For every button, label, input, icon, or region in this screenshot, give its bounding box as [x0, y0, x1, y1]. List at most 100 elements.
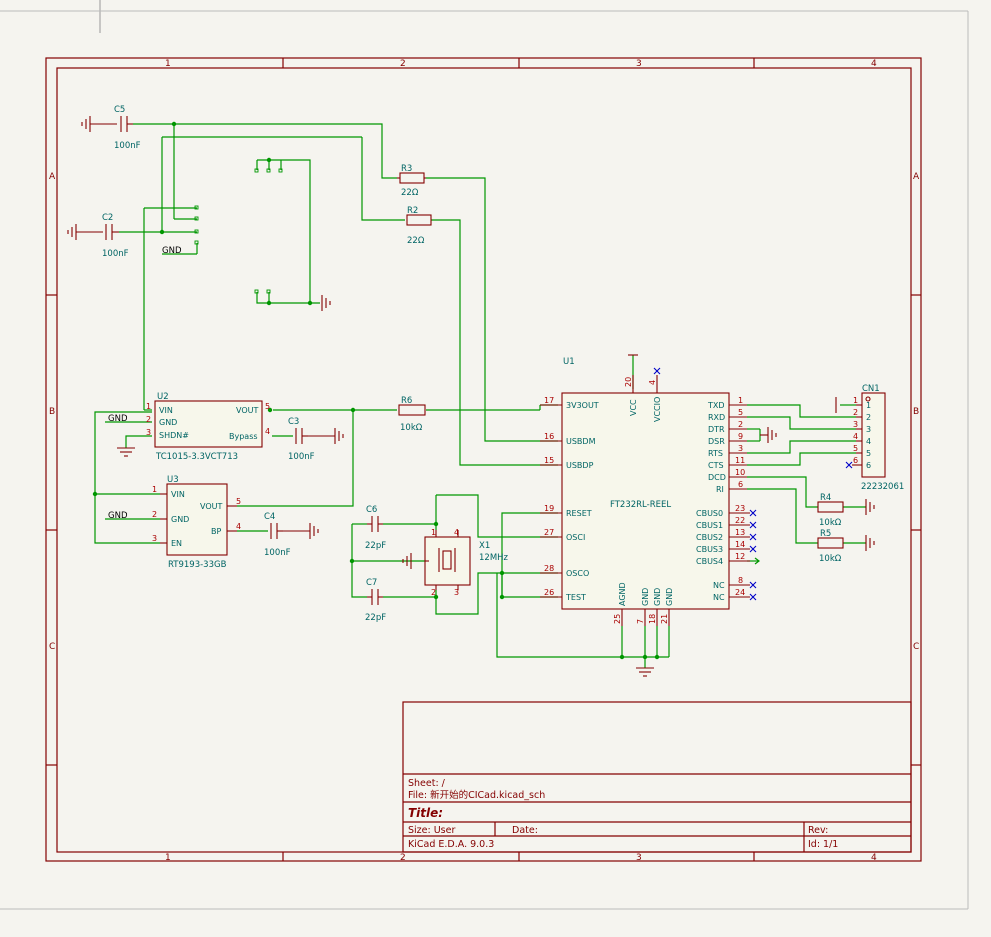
gnd-label-3: GND — [108, 511, 128, 521]
r2-value: 22Ω — [407, 236, 425, 246]
u1-pnum-8: 8 — [738, 576, 743, 585]
u2-pin-vout: VOUT — [236, 406, 258, 415]
col-label-2: 2 — [400, 59, 406, 69]
resistor-r6[interactable]: R6 10kΩ — [398, 396, 426, 433]
col-label-3-bottom: 3 — [636, 853, 642, 863]
cn1-pnum-5: 5 — [853, 444, 858, 453]
u3-pin-gnd: GND — [171, 515, 189, 524]
connector-cn1[interactable]: CN1 22232061 1 2 3 4 5 6 1 2 3 4 5 6 — [852, 384, 904, 492]
u1-pnum-20: 20 — [624, 377, 633, 387]
r4-ref: R4 — [820, 493, 831, 503]
u1-pnum-28: 28 — [544, 564, 554, 573]
u1-pnum-26: 26 — [544, 588, 554, 597]
u1-pnum-14: 14 — [735, 540, 745, 549]
pin-ends — [194, 168, 283, 294]
u3-pin-vin: VIN — [171, 490, 185, 499]
resistor-r3[interactable]: R3 22Ω — [397, 164, 426, 198]
x1-ref: X1 — [479, 541, 490, 551]
ic-u1[interactable]: U1 FT232RL-REEL — [540, 357, 750, 626]
u1-pnum-7: 7 — [636, 619, 645, 624]
u3-ref: U3 — [167, 475, 179, 485]
u1-pnum-16: 16 — [544, 432, 554, 441]
capacitor-c5[interactable]: C5 100nF — [114, 105, 141, 151]
tb-tool: KiCad E.D.A. 9.0.3 — [408, 839, 494, 850]
u1-pin-usbdm: USBDM — [566, 437, 596, 446]
c4-value: 100nF — [264, 548, 291, 558]
u2-ref: U2 — [157, 392, 169, 402]
col-label-4: 4 — [871, 59, 877, 69]
cn1-pin-1: 1 — [866, 401, 871, 410]
u1-pin-usbdp: USBDP — [566, 461, 594, 470]
cn1-pin-6: 6 — [866, 461, 871, 470]
u1-pin-cbus0: CBUS0 — [696, 509, 723, 518]
u3-pnum-2: 2 — [152, 510, 157, 519]
u1-pnum-5: 5 — [738, 408, 743, 417]
ic-u3[interactable]: U3 RT9193-33GB VIN GND EN VOUT BP 1 2 3 … — [152, 475, 241, 570]
crystal-x1[interactable]: X1 12MHz 1 4 2 3 — [424, 528, 509, 597]
wires — [94, 123, 866, 668]
r2-ref: R2 — [407, 206, 418, 216]
capacitor-c3[interactable]: C3 100nF — [288, 417, 315, 462]
u1-pnum-22: 22 — [735, 516, 745, 525]
c4-ref: C4 — [264, 512, 275, 522]
row-label-c-right: C — [913, 642, 919, 652]
resistor-r2[interactable]: R2 22Ω — [406, 206, 432, 246]
tb-title: Title: — [408, 806, 443, 820]
cn1-ref: CN1 — [862, 384, 880, 394]
ground-symbols — [67, 116, 875, 677]
u1-pnum-6: 6 — [738, 480, 743, 489]
capacitor-c6[interactable]: C6 22pF — [365, 505, 386, 551]
tb-date: Date: — [512, 825, 538, 836]
u3-value: RT9193-33GB — [168, 560, 227, 570]
u1-pin-rxd: RXD — [708, 413, 725, 422]
u1-pin-txd: TXD — [707, 401, 725, 410]
junctions — [92, 121, 660, 660]
u2-pin-bypass: Bypass — [229, 432, 258, 441]
u1-pnum-4: 4 — [648, 380, 657, 385]
c6-value: 22pF — [365, 541, 386, 551]
u1-pnum-24: 24 — [735, 588, 745, 597]
u1-pnum-11: 11 — [735, 456, 745, 465]
r3-value: 22Ω — [401, 188, 419, 198]
u2-pin-vin: VIN — [159, 406, 173, 415]
u1-pin-gnd1: GND — [641, 588, 650, 606]
u1-pin-cbus2: CBUS2 — [696, 533, 723, 542]
capacitor-c4[interactable]: C4 100nF — [264, 512, 291, 558]
u2-pnum-3: 3 — [146, 428, 151, 437]
row-label-a: A — [49, 172, 56, 182]
c3-ref: C3 — [288, 417, 299, 427]
capacitor-c2[interactable]: C2 100nF — [102, 213, 129, 259]
u1-pnum-18: 18 — [648, 614, 657, 624]
r5-value: 10kΩ — [819, 554, 842, 564]
u1-pnum-15: 15 — [544, 456, 554, 465]
c2-value: 100nF — [102, 249, 129, 259]
u3-pin-en: EN — [171, 539, 182, 548]
tb-file: File: 新开始的CICad.kicad_sch — [408, 789, 545, 801]
u1-pin-ri: RI — [716, 485, 724, 494]
resistor-r5[interactable]: R5 10kΩ — [817, 529, 844, 564]
resistor-r4[interactable]: R4 10kΩ — [817, 493, 844, 528]
u1-pin-rts: RTS — [708, 449, 723, 458]
gnd-label-1: GND — [162, 246, 182, 256]
u1-pnum-23: 23 — [735, 504, 745, 513]
c5-ref: C5 — [114, 105, 125, 115]
x1-pnum-4: 4 — [454, 528, 459, 537]
u1-pnum-10: 10 — [735, 468, 745, 477]
u1-pin-cts: CTS — [708, 461, 724, 470]
u1-pnum-19: 19 — [544, 504, 554, 513]
u3-pnum-3: 3 — [152, 534, 157, 543]
c7-value: 22pF — [365, 613, 386, 623]
ic-u2[interactable]: U2 TC1015-3.3VCT713 VIN GND SHDN# VOUT B… — [146, 392, 270, 462]
row-label-c: C — [49, 642, 55, 652]
u3-pnum-1: 1 — [152, 485, 157, 494]
gnd-label-2: GND — [108, 414, 128, 424]
u1-ref: U1 — [563, 357, 575, 367]
no-connect-markers — [653, 367, 853, 601]
cn1-pnum-1: 1 — [853, 396, 858, 405]
u1-pin-vccio: VCCIO — [653, 397, 662, 422]
u1-pin-dcd: DCD — [708, 473, 726, 482]
capacitor-c7[interactable]: C7 22pF — [365, 578, 386, 623]
u1-pin-gnd2: GND — [653, 588, 662, 606]
u1-pin-osci: OSCI — [566, 533, 585, 542]
